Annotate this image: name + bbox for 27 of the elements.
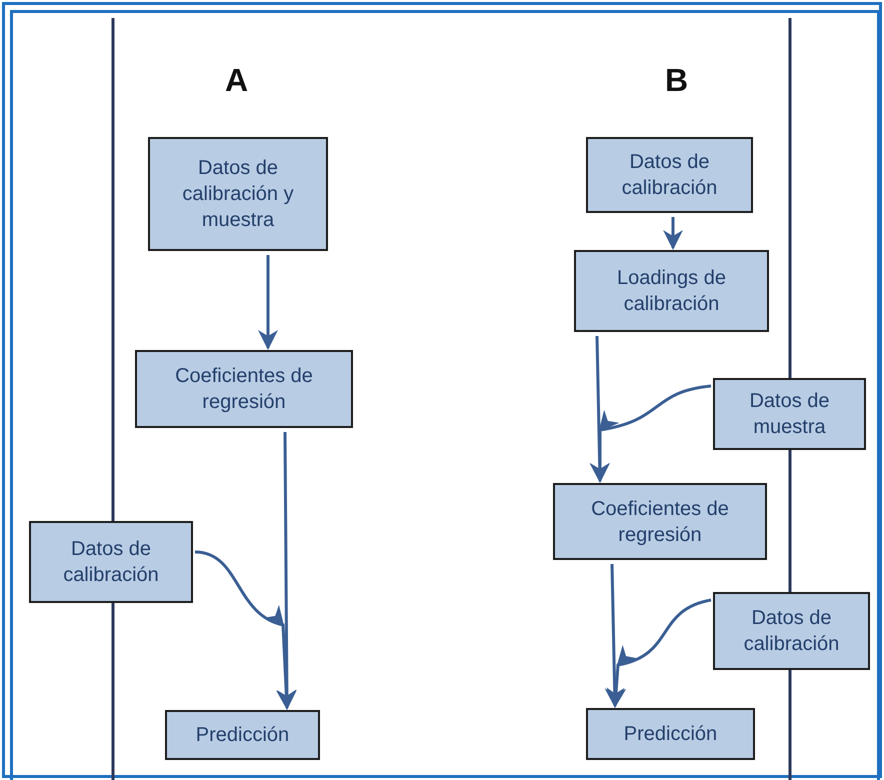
box-text: Predicción [196,723,290,748]
box-text: Loadings de calibración [616,266,727,317]
box-text: Datos de muestra [748,389,831,440]
process-box [574,250,769,332]
arrow [606,598,712,708]
process-box [165,710,320,760]
box-text: Datos de calibración [742,606,840,657]
arrow [663,217,683,250]
process-box [713,378,866,450]
box-text: Coeficientes de regresión [590,496,730,548]
process-box [586,708,755,760]
box-text: Coeficientes de regresión [174,364,314,415]
box-text: Datos de calibración y muestra [181,156,295,233]
arrow [258,255,278,350]
process-box [135,350,353,428]
process-box [713,592,870,670]
process-box [553,483,767,560]
process-box [29,521,193,603]
box-text: Predicción [624,722,718,747]
arrow [590,384,712,483]
panel-heading: A [225,62,248,99]
arrow [194,550,296,710]
panel-heading: B [665,62,688,99]
box-text: Datos de calibración [620,150,718,201]
box-text: Datos de calibración [62,537,160,588]
process-box [586,137,753,213]
process-box [148,137,328,251]
